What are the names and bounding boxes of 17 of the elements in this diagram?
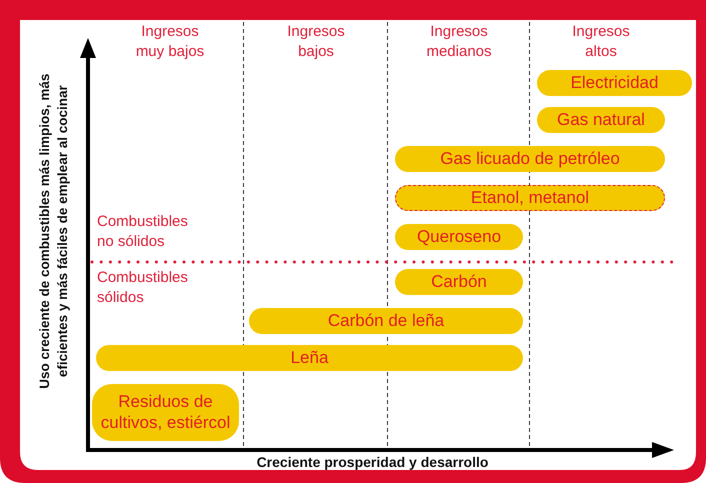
fuel-category-label: Combustibles sólidos: [97, 268, 189, 307]
column-header: Ingresos muy bajos: [134, 22, 206, 61]
fuel-category-label: Combustibles no sólidos: [97, 212, 189, 251]
column-header: Ingresos medianos: [425, 22, 493, 61]
fuel-pill: Gas licuado de petróleo: [395, 146, 665, 172]
fuel-pill: Queroseno: [395, 224, 523, 250]
fuel-pill: Etanol, metanol: [395, 185, 665, 211]
fuel-pill: Carbón de leña: [249, 308, 523, 334]
fuel-pill: Carbón: [395, 269, 523, 295]
column-header: Ingresos altos: [571, 22, 631, 61]
x-axis-label: Creciente prosperidad y desarrollo: [256, 455, 490, 470]
fuel-pill: Gas natural: [537, 107, 665, 133]
fuel-pill: Residuos de cultivos, estiércol: [92, 384, 239, 441]
column-header: Ingresos bajos: [286, 22, 346, 61]
fuel-pill: Leña: [96, 345, 523, 371]
y-axis-label: Uso creciente de combustibles más limpios, más eficientes y más fáciles de emplear al cocinar: [36, 72, 71, 391]
fuel-pill: Electricidad: [537, 70, 692, 96]
